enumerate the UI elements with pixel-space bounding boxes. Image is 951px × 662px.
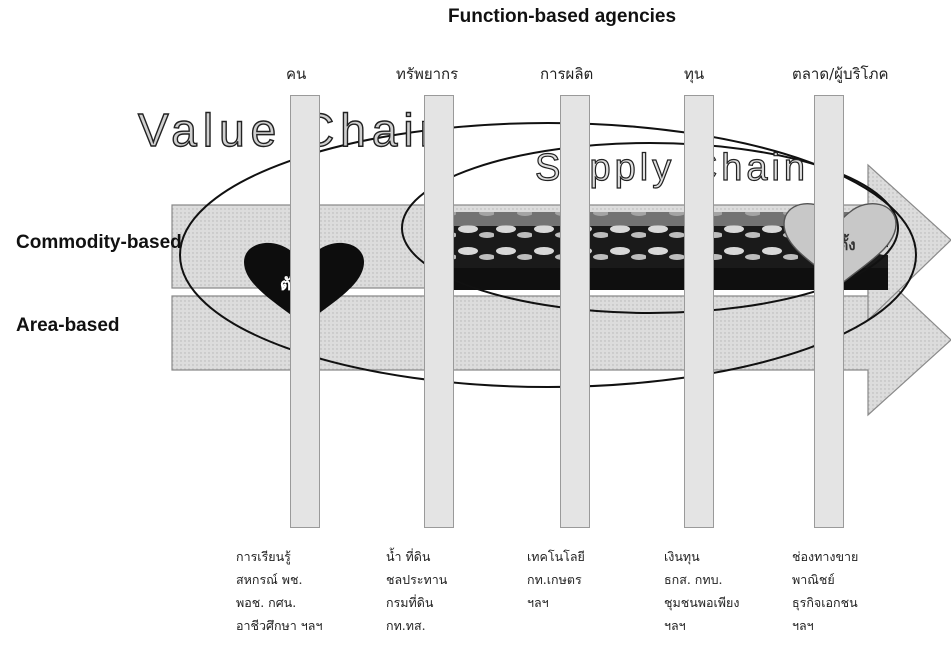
column-item: พาณิชย์ (792, 572, 835, 587)
column-items-1: การเรียนรู้ สหกรณ์ พช. พอช. กศน. อาชีวศึ… (236, 545, 322, 637)
column-item: ฯลฯ (664, 618, 686, 633)
column-item: การเรียนรู้ (236, 549, 291, 564)
column-item: ธุรกิจเอกชน (792, 595, 858, 610)
column-item: ช่องทางขาย (792, 549, 859, 564)
column-items-2: น้ำ ที่ดิน ชลประทาน กรมที่ดิน กท.ทส. (386, 545, 447, 637)
column-item: พอช. กศน. (236, 595, 297, 610)
column-items-5: ช่องทางขาย พาณิชย์ ธุรกิจเอกชน ฯลฯ (792, 545, 858, 637)
column-bar-5 (814, 95, 844, 528)
column-heading-4: ทุน (684, 65, 705, 83)
column-item: ฯลฯ (527, 595, 549, 610)
diagram-title: Function-based agencies (448, 6, 677, 27)
column-bar-3 (560, 95, 590, 528)
column-items-4: เงินทุน ธกส. กทบ. ชุมชนพอเพียง ฯลฯ (664, 545, 739, 637)
column-item: น้ำ ที่ดิน (386, 549, 431, 564)
column-bar-2 (424, 95, 454, 528)
column-item: กรมที่ดิน (386, 595, 434, 610)
column-item: กท.ทส. (386, 618, 426, 633)
row-label-commodity: Commodity-based (16, 232, 182, 253)
row-label-area: Area-based (16, 315, 120, 336)
column-heading-5: ตลาด/ผู้บริโภค (792, 65, 889, 83)
column-bar-1 (290, 95, 320, 528)
column-item: สหกรณ์ พช. (236, 572, 303, 587)
column-bar-4 (684, 95, 714, 528)
column-item: อาชีวศึกษา ฯลฯ (236, 618, 323, 633)
supply-chain-ellipse (401, 142, 899, 314)
column-heading-1: คน (286, 65, 307, 83)
column-item: กท.เกษตร (527, 572, 582, 587)
column-item: เงินทุน (664, 549, 700, 564)
column-item: ธกส. กทบ. (664, 572, 723, 587)
column-item: ชุมชนพอเพียง (664, 595, 740, 610)
column-item: เทคโนโลยี (527, 549, 585, 564)
column-heading-3: การผลิต (540, 65, 594, 83)
column-heading-2: ทรัพยากร (396, 65, 459, 83)
value-chain-ellipse (179, 122, 917, 388)
column-item: ชลประทาน (386, 572, 448, 587)
column-item: ฯลฯ (792, 618, 814, 633)
column-items-3: เทคโนโลยี กท.เกษตร ฯลฯ (527, 545, 585, 614)
